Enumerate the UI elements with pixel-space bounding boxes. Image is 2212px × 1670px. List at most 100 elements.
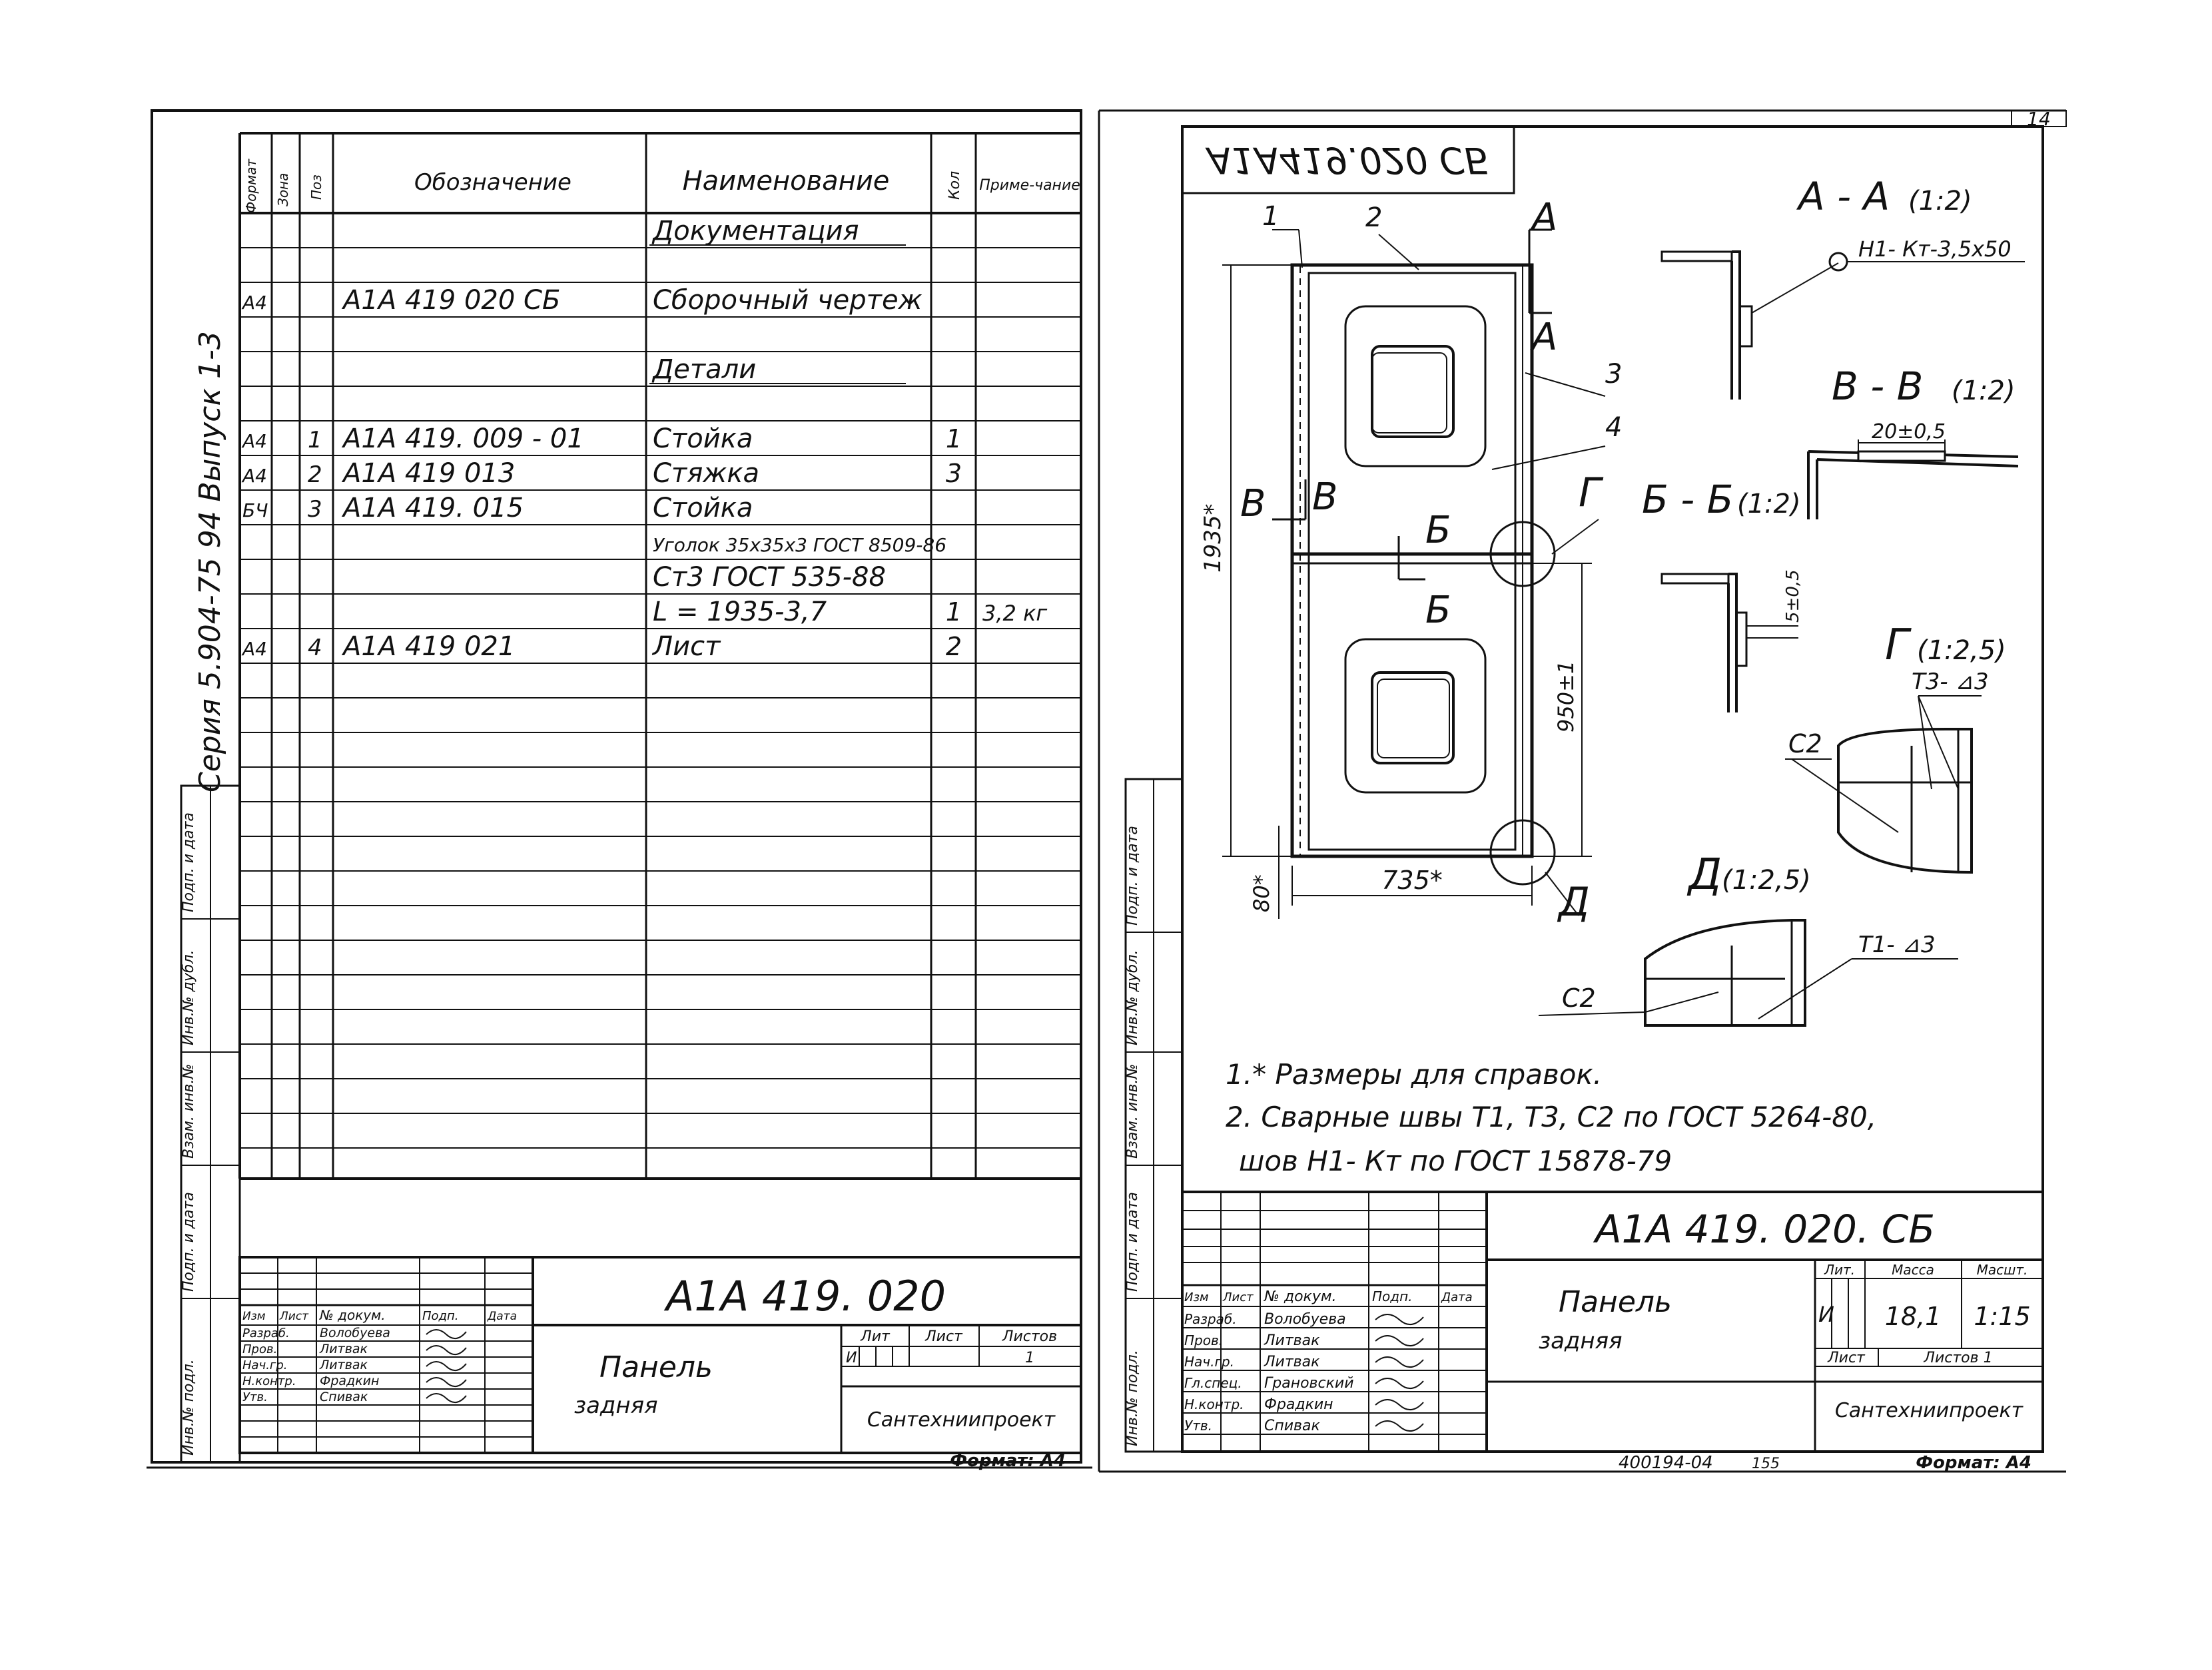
left-side-stamp: Серия 5.904-75 94 Выпуск 1-3 xyxy=(193,331,227,792)
spec-cell-designation: А1А 419. 015 xyxy=(341,493,524,523)
lower-panel-window xyxy=(1371,671,1455,764)
left-side-labels: Подп. и дата Инв.№ дубл. Взам. инв.№ Под… xyxy=(180,784,241,1464)
signature-scribble xyxy=(1375,1314,1424,1325)
detail-circle-d xyxy=(1489,819,1556,886)
right-tb-lit-label: Лит. xyxy=(1824,1262,1855,1278)
section-vv: В - В (1:2) 20±0,5 xyxy=(1807,364,2019,519)
right-tb-hdr-data: Дата xyxy=(1441,1290,1473,1304)
right-tb-sheet-label: Лист xyxy=(1827,1350,1866,1366)
section-vv-label: В - В xyxy=(1832,364,1923,409)
left-tb-hdr-data: Дата xyxy=(487,1310,517,1323)
right-tb-hdr-podp: Подп. xyxy=(1372,1288,1413,1304)
left-sheet: Серия 5.904-75 94 Выпуск 1-3 Подп. и дат… xyxy=(147,109,1092,1471)
spec-header-name: Наименование xyxy=(683,166,890,196)
left-side-label-4: Подп. и дата xyxy=(181,1192,197,1292)
detail-g: Г (1:2,5) Т3- ⊿3 С2 xyxy=(1785,621,2006,874)
callout-1: 1 xyxy=(1262,201,1279,232)
technical-notes: 1.* Размеры для справок. 2. Сварные швы … xyxy=(1226,1058,1876,1177)
right-side-label-5: Инв.№ подл. xyxy=(1124,1350,1141,1446)
spec-cell-name: Стяжка xyxy=(653,458,759,489)
section-mark-a-top: А xyxy=(1530,196,1557,239)
section-vv-dim: 20±0,5 xyxy=(1872,420,1946,443)
note-3: шов Н1- Кт по ГОСТ 15878-79 xyxy=(1239,1145,1672,1177)
left-tb-person: Спивак xyxy=(320,1390,368,1404)
archive-page: 155 xyxy=(1752,1456,1780,1472)
right-side-labels: Подп. и дата Инв.№ дубл. Взам. инв.№ Под… xyxy=(1124,778,1184,1453)
spec-cell-format: БЧ xyxy=(242,499,268,521)
archive-code: 400194-04 xyxy=(1619,1453,1713,1473)
right-tb-name-line2: задняя xyxy=(1539,1328,1623,1354)
signature-scribble xyxy=(426,1361,467,1371)
left-tb-role: Пров. xyxy=(242,1342,277,1356)
spec-header-designation: Обозначение xyxy=(414,169,571,196)
left-tb-designation: А1А 419. 020 xyxy=(663,1272,946,1320)
signature-scribble xyxy=(1375,1335,1424,1346)
spec-cell-qty: 3 xyxy=(946,459,962,488)
left-tb-sheet-label: Лист xyxy=(924,1328,963,1345)
section-aa-label: А - А xyxy=(1796,174,1890,219)
spec-header-format: Формат xyxy=(243,158,259,213)
left-side-label-5: Инв.№ подл. xyxy=(181,1359,197,1456)
left-tb-hdr-doc: № докум. xyxy=(319,1307,386,1323)
right-side-label-4: Подп. и дата xyxy=(1124,1192,1141,1292)
right-tb-lit-value: И xyxy=(1818,1302,1834,1327)
spec-header-pos: Поз xyxy=(308,174,324,200)
note-1: 1.* Размеры для справок. xyxy=(1226,1058,1602,1091)
spec-table-grid xyxy=(238,132,1082,1179)
upper-panel-outline xyxy=(1344,305,1487,467)
left-tb-person: Фрадкин xyxy=(320,1374,379,1388)
signature-scribble xyxy=(426,1329,467,1339)
right-tb-mass-value: 18,1 xyxy=(1885,1302,1942,1331)
section-bb-label: Б - Б xyxy=(1642,477,1733,522)
mirrored-code: А1А419.020 СБ xyxy=(1205,139,1489,181)
spec-cell-designation: А1А 419 020 СБ xyxy=(341,285,560,316)
spec-cell-designation: А1А 419 013 xyxy=(341,458,515,489)
right-tb-person: Спивак xyxy=(1264,1418,1320,1434)
section-aa-weld: Н1- Кт-3,5х50 xyxy=(1858,236,2012,262)
spec-cell-designation: А1А 419 021 xyxy=(341,631,515,662)
right-tb-scale-value: 1:15 xyxy=(1974,1302,2030,1331)
signature-scribble xyxy=(1375,1378,1424,1389)
detail-d-weld: Т1- ⊿3 xyxy=(1858,932,1936,958)
mirrored-code-box xyxy=(1181,125,1515,194)
spec-cell-format: А4 xyxy=(241,292,267,314)
left-tb-person: Литвак xyxy=(319,1342,368,1356)
left-tb-role: Нач.гр. xyxy=(242,1358,288,1372)
left-tb-role: Н.контр. xyxy=(242,1374,296,1388)
detail-g-label: Г xyxy=(1885,621,1912,670)
right-tb-person: Фрадкин xyxy=(1264,1396,1333,1413)
right-tb-hdr-izm: Изм xyxy=(1184,1290,1209,1304)
right-side-label-1: Подп. и дата xyxy=(1124,826,1141,926)
callout-4: 4 xyxy=(1605,412,1622,443)
sheet-number: 14 xyxy=(2027,108,2051,130)
detail-g-c2: С2 xyxy=(1788,729,1822,758)
left-tb-name-line2: задняя xyxy=(574,1392,658,1419)
spec-cell-qty: 2 xyxy=(946,632,962,661)
spec-row: Уголок 35х35х3 ГОСТ 8509-86 xyxy=(653,534,946,556)
spec-cell-name: Детали xyxy=(651,354,756,385)
signature-scribble xyxy=(426,1345,467,1355)
right-tb-hdr-list: Лист xyxy=(1222,1290,1254,1304)
left-tb-sheets-label: Листов xyxy=(1002,1328,1057,1345)
right-tb-role: Н.контр. xyxy=(1184,1396,1244,1412)
detail-g-weld: Т3- ⊿3 xyxy=(1912,669,1989,695)
section-bb-scale: (1:2) xyxy=(1737,489,1801,519)
left-tb-name-line1: Панель xyxy=(599,1350,713,1384)
left-tb-hdr-podp: Подп. xyxy=(422,1309,458,1323)
signature-scribble xyxy=(1375,1399,1424,1410)
sheet-number-box xyxy=(2011,110,2067,127)
signature-scribble xyxy=(426,1377,467,1387)
right-tb-hdr-doc: № докум. xyxy=(1264,1288,1336,1305)
left-frame xyxy=(151,109,1082,1464)
right-tb-role: Пров. xyxy=(1184,1332,1223,1348)
spec-cell-format: А4 xyxy=(241,465,267,487)
spec-cell-pos: 1 xyxy=(308,427,322,453)
dim-width: 735* xyxy=(1381,866,1443,895)
dim-bottom: 80* xyxy=(1249,874,1274,912)
right-tb-organization: Сантехниипроект xyxy=(1835,1399,2024,1422)
